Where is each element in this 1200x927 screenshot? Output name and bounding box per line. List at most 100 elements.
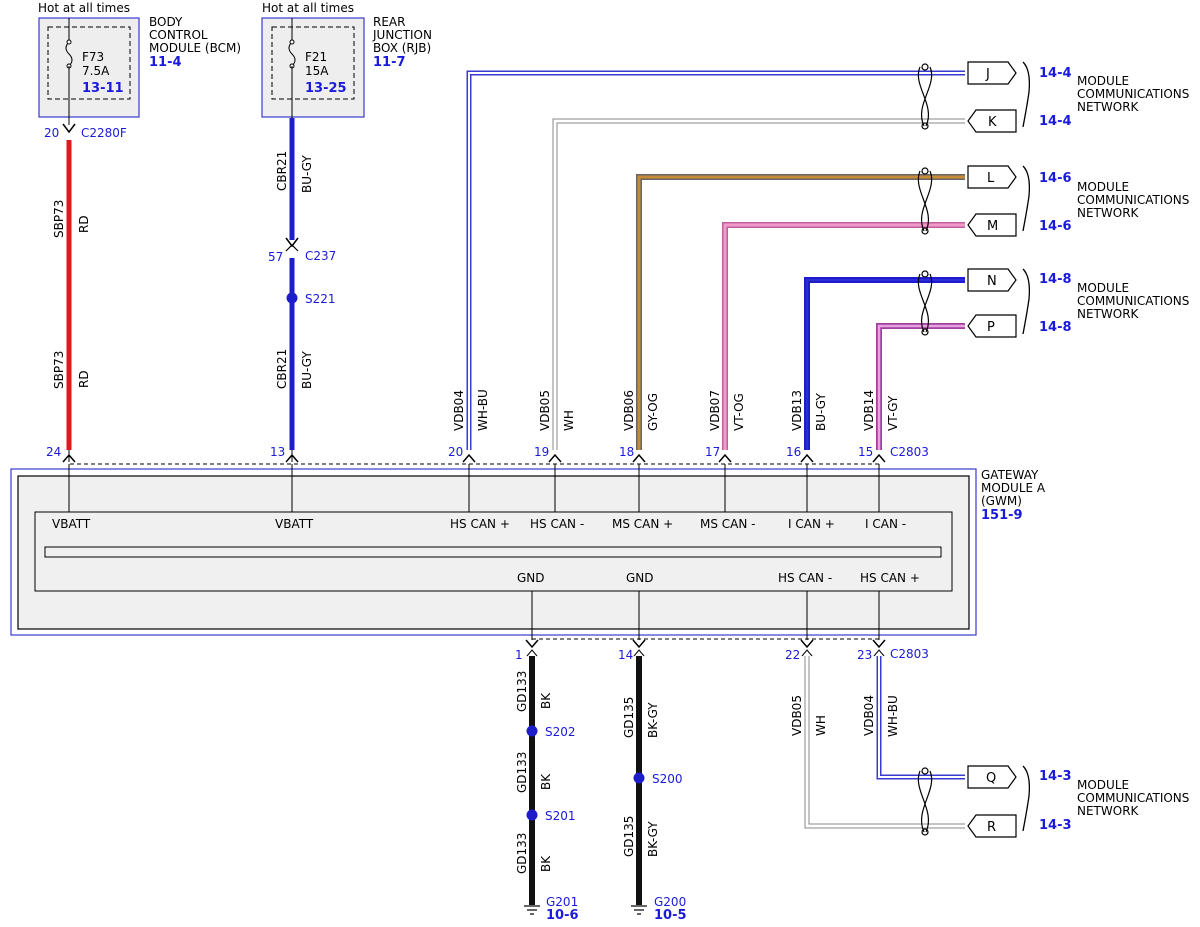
connector-q[interactable]: Q 14-3 <box>967 765 1072 789</box>
wire-color-label: WH <box>814 715 828 736</box>
svg-text:MODULE: MODULE <box>1077 281 1129 295</box>
cbr21-power-wire[interactable]: 57 C237 S221 CBR21 BU-GY CBR21 BU-GY <box>268 118 336 450</box>
twisted-pair-icon <box>917 167 933 235</box>
vdb07-wire-top[interactable]: VDB07 VT-OG <box>708 222 965 450</box>
circuit-label: GD133 <box>515 671 529 712</box>
fuse-page-ref[interactable]: 13-11 <box>82 81 124 96</box>
connector-letter: P <box>987 320 995 335</box>
vdb13-wire-top[interactable]: VDB13 BU-GY <box>790 277 965 450</box>
vdb04-wire-top[interactable]: VDB04 WH-BU <box>452 70 965 450</box>
connector-page-ref[interactable]: 14-6 <box>1039 171 1072 186</box>
vdb14-wire-top[interactable]: VDB14 VT-GY <box>862 323 965 450</box>
pin-number: 20 <box>448 445 463 459</box>
splice-label: S201 <box>545 809 576 823</box>
module-name-line: REAR <box>373 15 405 29</box>
connector-page-ref[interactable]: 14-3 <box>1039 818 1072 833</box>
connector-m[interactable]: M 14-6 <box>967 213 1072 237</box>
gwm-top-connector[interactable]: 24 13 20 19 18 17 16 15 C2803 <box>46 445 929 465</box>
wire-color-label: VT-OG <box>732 393 746 431</box>
connector-letter: N <box>987 274 997 289</box>
wire-color-label: BK-GY <box>646 702 660 738</box>
circuit-label: VDB13 <box>790 390 804 431</box>
sbp73-power-wire[interactable]: 20 C2280F SBP73 RD SBP73 RD <box>44 123 127 450</box>
module-page-ref[interactable]: 11-7 <box>373 55 406 70</box>
svg-text:MS CAN -: MS CAN - <box>700 517 756 531</box>
ground-page-ref[interactable]: 10-6 <box>546 908 579 923</box>
connector-page-ref[interactable]: 14-4 <box>1039 66 1072 81</box>
gwm-bottom-connector[interactable]: 1 14 22 23 C2803 <box>515 638 929 662</box>
vdb05-wire-top[interactable]: VDB05 WH <box>538 118 965 450</box>
svg-text:GATEWAY: GATEWAY <box>981 468 1039 482</box>
circuit-label: CBR21 <box>275 151 289 191</box>
svg-text:COMMUNICATIONS: COMMUNICATIONS <box>1077 193 1189 207</box>
twisted-pair-icon <box>917 63 933 130</box>
wire-color-label: BK <box>539 773 553 790</box>
connector-letter: J <box>985 67 990 82</box>
rjb-fuse-block: Hot at all times F21 15A 13-25 REAR JUNC… <box>261 1 432 118</box>
gateway-module[interactable]: VBATT VBATT HS CAN + HS CAN - MS CAN + M… <box>10 464 1046 640</box>
network-brace-icon <box>1022 765 1031 832</box>
connector-page-ref[interactable]: 14-8 <box>1039 272 1072 287</box>
svg-text:MODULE: MODULE <box>1077 180 1129 194</box>
circuit-label: VDB07 <box>708 390 722 431</box>
svg-text:COMMUNICATIONS: COMMUNICATIONS <box>1077 87 1189 101</box>
wire-color-label: BK <box>539 692 553 709</box>
wire-color-label: WH-BU <box>886 695 900 737</box>
svg-text:HS CAN +: HS CAN + <box>860 571 920 585</box>
fuse-page-ref[interactable]: 13-25 <box>305 81 347 96</box>
fuse-rating: 7.5A <box>82 64 110 78</box>
module-name-line: MODULE (BCM) <box>149 41 241 55</box>
connector-page-ref[interactable]: 14-3 <box>1039 769 1072 784</box>
connector-k[interactable]: K 14-4 <box>967 109 1072 133</box>
svg-text:NETWORK: NETWORK <box>1077 307 1140 321</box>
connector-l[interactable]: L 14-6 <box>967 165 1072 189</box>
connector-j[interactable]: J 14-4 <box>967 61 1072 85</box>
module-page-ref[interactable]: 11-4 <box>149 55 182 70</box>
connector-page-ref[interactable]: 14-4 <box>1039 114 1072 129</box>
connector-page-ref[interactable]: 14-8 <box>1039 320 1072 335</box>
module-page-ref[interactable]: 151-9 <box>981 508 1023 523</box>
connector-n[interactable]: N 14-8 <box>967 268 1072 292</box>
circuit-label: VDB06 <box>622 390 636 431</box>
circuit-label: GD135 <box>622 816 636 857</box>
vdb06-wire-top[interactable]: VDB06 GY-OG <box>622 174 965 450</box>
connector-letter: Q <box>986 771 996 786</box>
vdb05-wire-bottom[interactable]: VDB05 WH <box>790 656 965 829</box>
circuit-label: VDB04 <box>862 695 876 736</box>
splice-dot-icon <box>526 725 538 737</box>
connector-page-ref[interactable]: 14-6 <box>1039 219 1072 234</box>
connector-letter: K <box>988 115 997 130</box>
pin-number: 16 <box>786 445 801 459</box>
connector-id[interactable]: C237 <box>305 249 336 263</box>
svg-text:NETWORK: NETWORK <box>1077 206 1140 220</box>
pin-number: 17 <box>705 445 720 459</box>
vdb04-wire-bottom[interactable]: VDB04 WH-BU <box>862 656 965 780</box>
pin-number: 15 <box>858 445 873 459</box>
ground-page-ref[interactable]: 10-5 <box>654 908 687 923</box>
connector-letter: L <box>987 171 995 186</box>
splice-label: S200 <box>652 772 683 786</box>
fuse-rating: 15A <box>305 64 329 78</box>
circuit-label: GD133 <box>515 833 529 874</box>
connector-letter: M <box>987 219 998 234</box>
connector-p[interactable]: P 14-8 <box>967 314 1072 338</box>
connector-arrow-icon <box>285 237 299 248</box>
wire-color-label: GY-OG <box>646 393 660 431</box>
gd135-ground-wire[interactable]: S200 GD135 BK-GY GD135 BK-GY G200 10-5 <box>622 656 687 923</box>
connector-r[interactable]: R 14-3 <box>967 814 1072 838</box>
connector-id[interactable]: C2280F <box>81 126 127 140</box>
pin-number: 57 <box>268 250 283 264</box>
wire-color-label: BU-GY <box>300 155 314 193</box>
pin-number: 19 <box>534 445 549 459</box>
gwm-pin-labels: VBATT VBATT HS CAN + HS CAN - MS CAN + M… <box>52 517 920 585</box>
gd133-ground-wire[interactable]: S202 S201 GD133 BK GD133 BK GD133 BK G20… <box>515 656 579 923</box>
splice-label[interactable]: S221 <box>305 292 336 306</box>
svg-text:I CAN -: I CAN - <box>865 517 906 531</box>
wire-color-label: WH <box>562 410 576 431</box>
connector-letter: R <box>987 820 996 835</box>
wire-color-label: WH-BU <box>476 389 490 431</box>
ground-icon <box>631 905 647 915</box>
circuit-label: VDB05 <box>790 695 804 736</box>
module-name-line: CONTROL <box>149 28 208 42</box>
